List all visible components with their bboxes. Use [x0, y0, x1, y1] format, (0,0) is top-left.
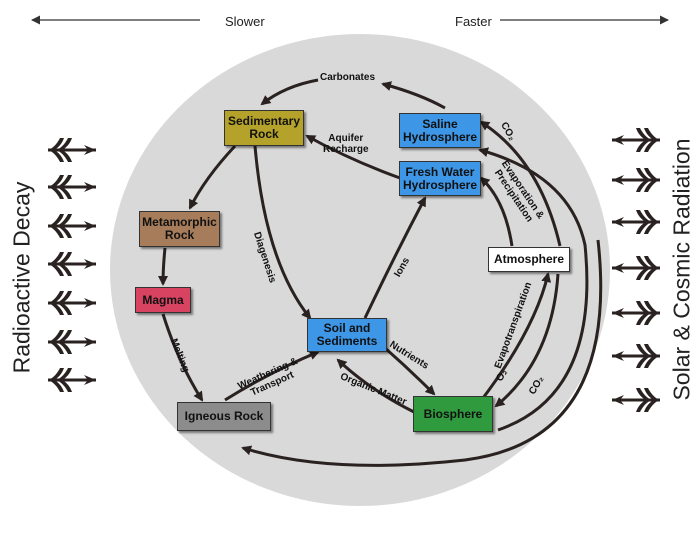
arrow-atmosphere-to-freshwater [479, 176, 514, 247]
arrow-soil-to-biosphere [384, 346, 436, 396]
radioactive-decay-label: Radioactive Decay [8, 181, 35, 374]
flow-arrows [158, 78, 603, 467]
reservoir-soil-and-sediments: Soil and Sediments [307, 318, 387, 352]
arrow-igneous-to-soil [224, 350, 320, 402]
solar-radiation-arrows [610, 126, 662, 414]
solar-cosmic-radiation-label: Solar & Cosmic Radiation [668, 138, 695, 401]
scale-label-faster: Faster [455, 14, 492, 29]
arrow-freshwater-to-sedimentary [305, 134, 401, 180]
reservoir-metamorphic-rock: Metamorphic Rock [139, 211, 220, 247]
arrow-sedimentary-to-metamorphic [188, 144, 237, 210]
arrow-soil-to-freshwater [363, 196, 427, 319]
arrow-biosphere-to-igneous [241, 239, 603, 467]
reservoir-saline-hydrosphere: Saline Hydrosphere [399, 113, 481, 148]
arrow-carbonates-to-sedimentary [260, 78, 319, 106]
arrow-magma-to-igneous [161, 313, 204, 402]
arrow-biosphere-to-saline [478, 147, 589, 432]
reservoir-magma: Magma [135, 287, 191, 313]
reservoir-biosphere: Biosphere [413, 396, 493, 432]
arrow-atmosphere-to-biosphere [494, 273, 560, 408]
radioactive-decay-arrows [46, 136, 98, 394]
flow-label-aquifer-recharge: Aquifer Recharge [323, 133, 369, 155]
reservoir-fresh-water-hydrosphere: Fresh Water Hydrosphere [399, 161, 481, 196]
reservoir-atmosphere: Atmosphere [488, 247, 570, 272]
reservoir-igneous-rock: Igneous Rock [177, 402, 271, 431]
arrow-metamorphic-to-magma [158, 247, 169, 286]
reservoir-sedimentary-rock: Sedimentary Rock [224, 110, 304, 146]
arrow-biosphere-to-soil [336, 358, 415, 414]
scale-label-slower: Slower [225, 14, 265, 29]
arrow-sedimentary-to-soil [253, 145, 312, 320]
arrow-biosphere-to-atmosphere [478, 272, 552, 403]
arrow-saline-to-carbonates [381, 81, 446, 110]
flow-label-carbonates: Carbonates [320, 72, 376, 83]
